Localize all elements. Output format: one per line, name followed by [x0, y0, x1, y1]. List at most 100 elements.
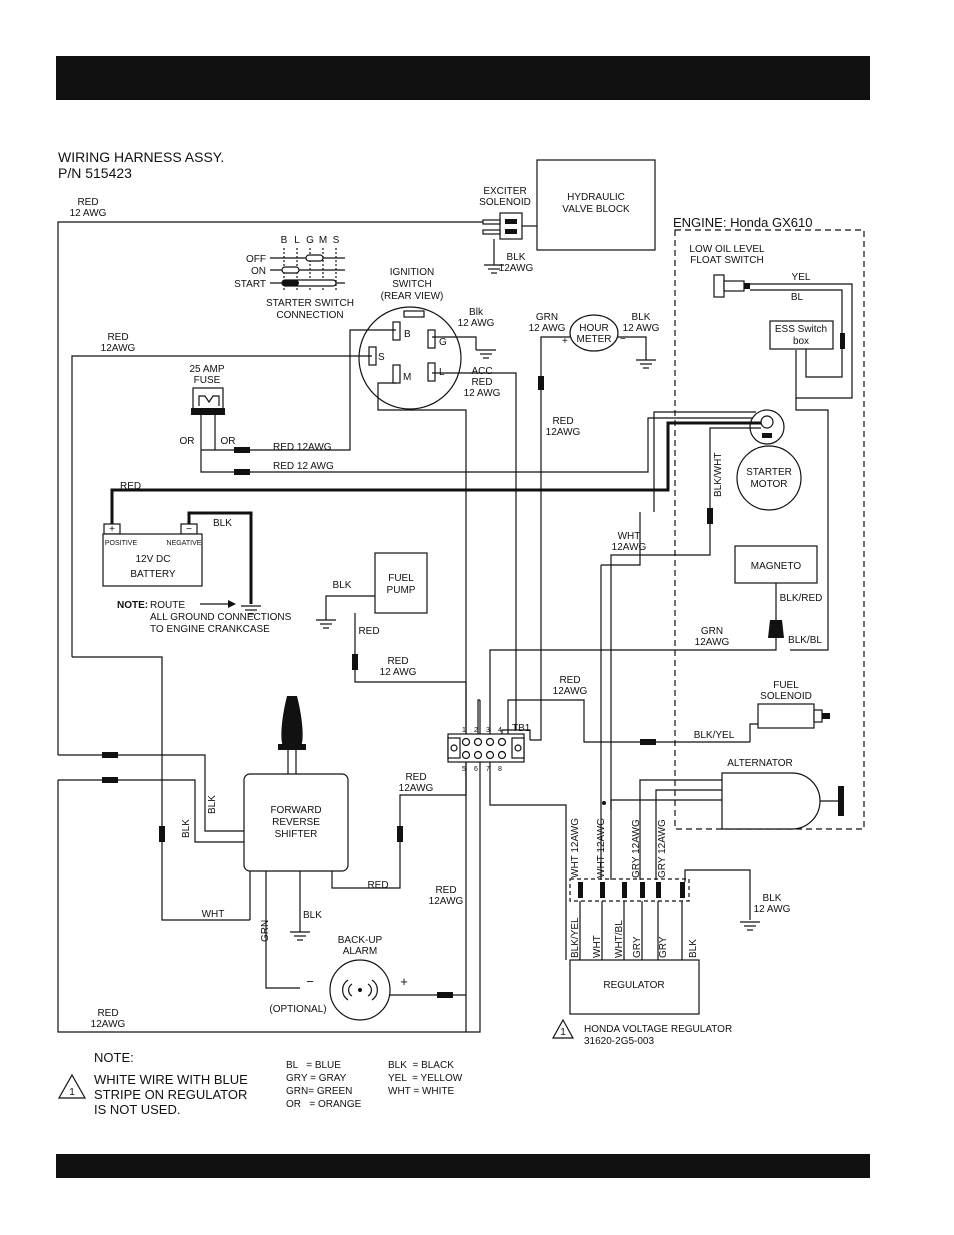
- magneto-grn-wire: [489, 638, 777, 730]
- alt-gry-wire-2: [655, 789, 722, 880]
- starter-terminal: [760, 415, 774, 429]
- alternator: [721, 772, 821, 830]
- route-note-bold: NOTE:: [117, 600, 148, 611]
- terminal-block-tb1: [447, 733, 525, 763]
- battery-positive-label: POSITIVE: [105, 540, 138, 547]
- reg-in-gry1: GRY: [632, 936, 643, 958]
- ign-label-g: G: [439, 337, 447, 348]
- footer-bar: [56, 1154, 870, 1178]
- wire-label-or1: OR: [180, 436, 195, 447]
- switch-row-start: START: [234, 279, 266, 290]
- switch-col-m: M: [319, 235, 327, 246]
- arrow-head: [228, 600, 236, 608]
- grn-alarm-wire: [265, 871, 300, 989]
- wire-label-blkbl: BLK/BL: [788, 635, 822, 646]
- fuel-solenoid-plunger: [813, 709, 823, 723]
- wire-label-blk-sh3: BLK: [303, 910, 322, 921]
- connector: [159, 826, 165, 842]
- wire-label-blkyel: BLK/YEL: [694, 730, 735, 741]
- fuel-pump: [374, 552, 428, 614]
- battery-positive-cable: [110, 421, 761, 528]
- hour-meter-ground-wire: [618, 336, 647, 360]
- reg-in-blkyel: BLK/YEL: [570, 917, 581, 958]
- connector: [538, 376, 544, 390]
- connector: [640, 739, 656, 745]
- reg-ground-wire: [684, 869, 751, 920]
- magneto-connector: [768, 620, 784, 638]
- switch-col-g: G: [306, 235, 314, 246]
- tb-term-4: 4: [498, 727, 502, 734]
- ess-to-magneto-wire: [790, 398, 829, 651]
- fuel-solenoid-wire: [749, 723, 758, 742]
- float-bl-wire: [750, 289, 843, 350]
- fuse-out-wire: [200, 415, 760, 473]
- fuel-solenoid: [757, 703, 815, 729]
- fuse-element: [198, 395, 220, 406]
- tb-term-6: 6: [474, 766, 478, 773]
- optional-label: (OPTIONAL): [269, 1004, 326, 1015]
- ground-icon: [476, 349, 496, 359]
- tb-term-2: 2: [474, 727, 478, 734]
- exciter-term-2: [482, 229, 501, 235]
- ground-icon: [316, 619, 336, 629]
- tb-wire-2: [477, 699, 480, 734]
- fuse-holder: [191, 408, 225, 415]
- minus-sign: −: [306, 974, 314, 989]
- ground-icon: [484, 264, 504, 274]
- wire-label-bl: BL: [791, 292, 804, 303]
- legend-blk: BLK = BLACK: [388, 1060, 454, 1071]
- legend-grn: GRN= GREEN: [286, 1086, 352, 1097]
- connector: [234, 469, 250, 475]
- blk-shifter-wire-2: [58, 779, 244, 843]
- wire-label-blkred: BLK/RED: [780, 593, 823, 604]
- exciter-contact-1: [505, 219, 517, 224]
- warning-triangle-icon: [57, 1073, 87, 1099]
- reg-in-wht: WHT: [592, 935, 603, 958]
- wire-label-reg-wht1: WHT 12AWG: [570, 818, 581, 878]
- wire-label-red-f1: RED 12AWG: [273, 442, 332, 453]
- alternator-pulley: [838, 786, 844, 816]
- exciter-contact-2: [505, 229, 517, 234]
- wire-label-blk-fp: BLK: [333, 580, 352, 591]
- red-wire-ignition-s: [71, 355, 372, 657]
- minus-sign: −: [620, 334, 626, 345]
- starter-terminal-2: [762, 433, 772, 438]
- connector: [840, 333, 845, 349]
- harness-pn: P/N 515423: [58, 165, 132, 181]
- ignition-key: [403, 310, 425, 318]
- legend-bl: BL = BLUE: [286, 1060, 341, 1071]
- plus-sign: +: [400, 974, 408, 989]
- float-connector: [744, 283, 750, 289]
- wire-label-or2: OR: [221, 436, 236, 447]
- connector: [397, 826, 403, 842]
- tb-term-5: 5: [462, 766, 466, 773]
- fuel-pump-red-wire: [354, 613, 466, 683]
- tb-blkyel-reg-wire: [489, 762, 567, 960]
- tb-red-shifter-wire: [331, 762, 467, 889]
- reg-in-whtbl: WHT/BL: [614, 920, 625, 958]
- wire-label-blk-bat: BLK: [213, 518, 232, 529]
- ign-term-m: [392, 364, 401, 384]
- wire-label-reg-gry1: GRY 12AWG: [631, 819, 642, 878]
- connector: [707, 508, 713, 524]
- alt-gry-wire-1: [639, 779, 722, 880]
- alarm-center: [358, 988, 362, 992]
